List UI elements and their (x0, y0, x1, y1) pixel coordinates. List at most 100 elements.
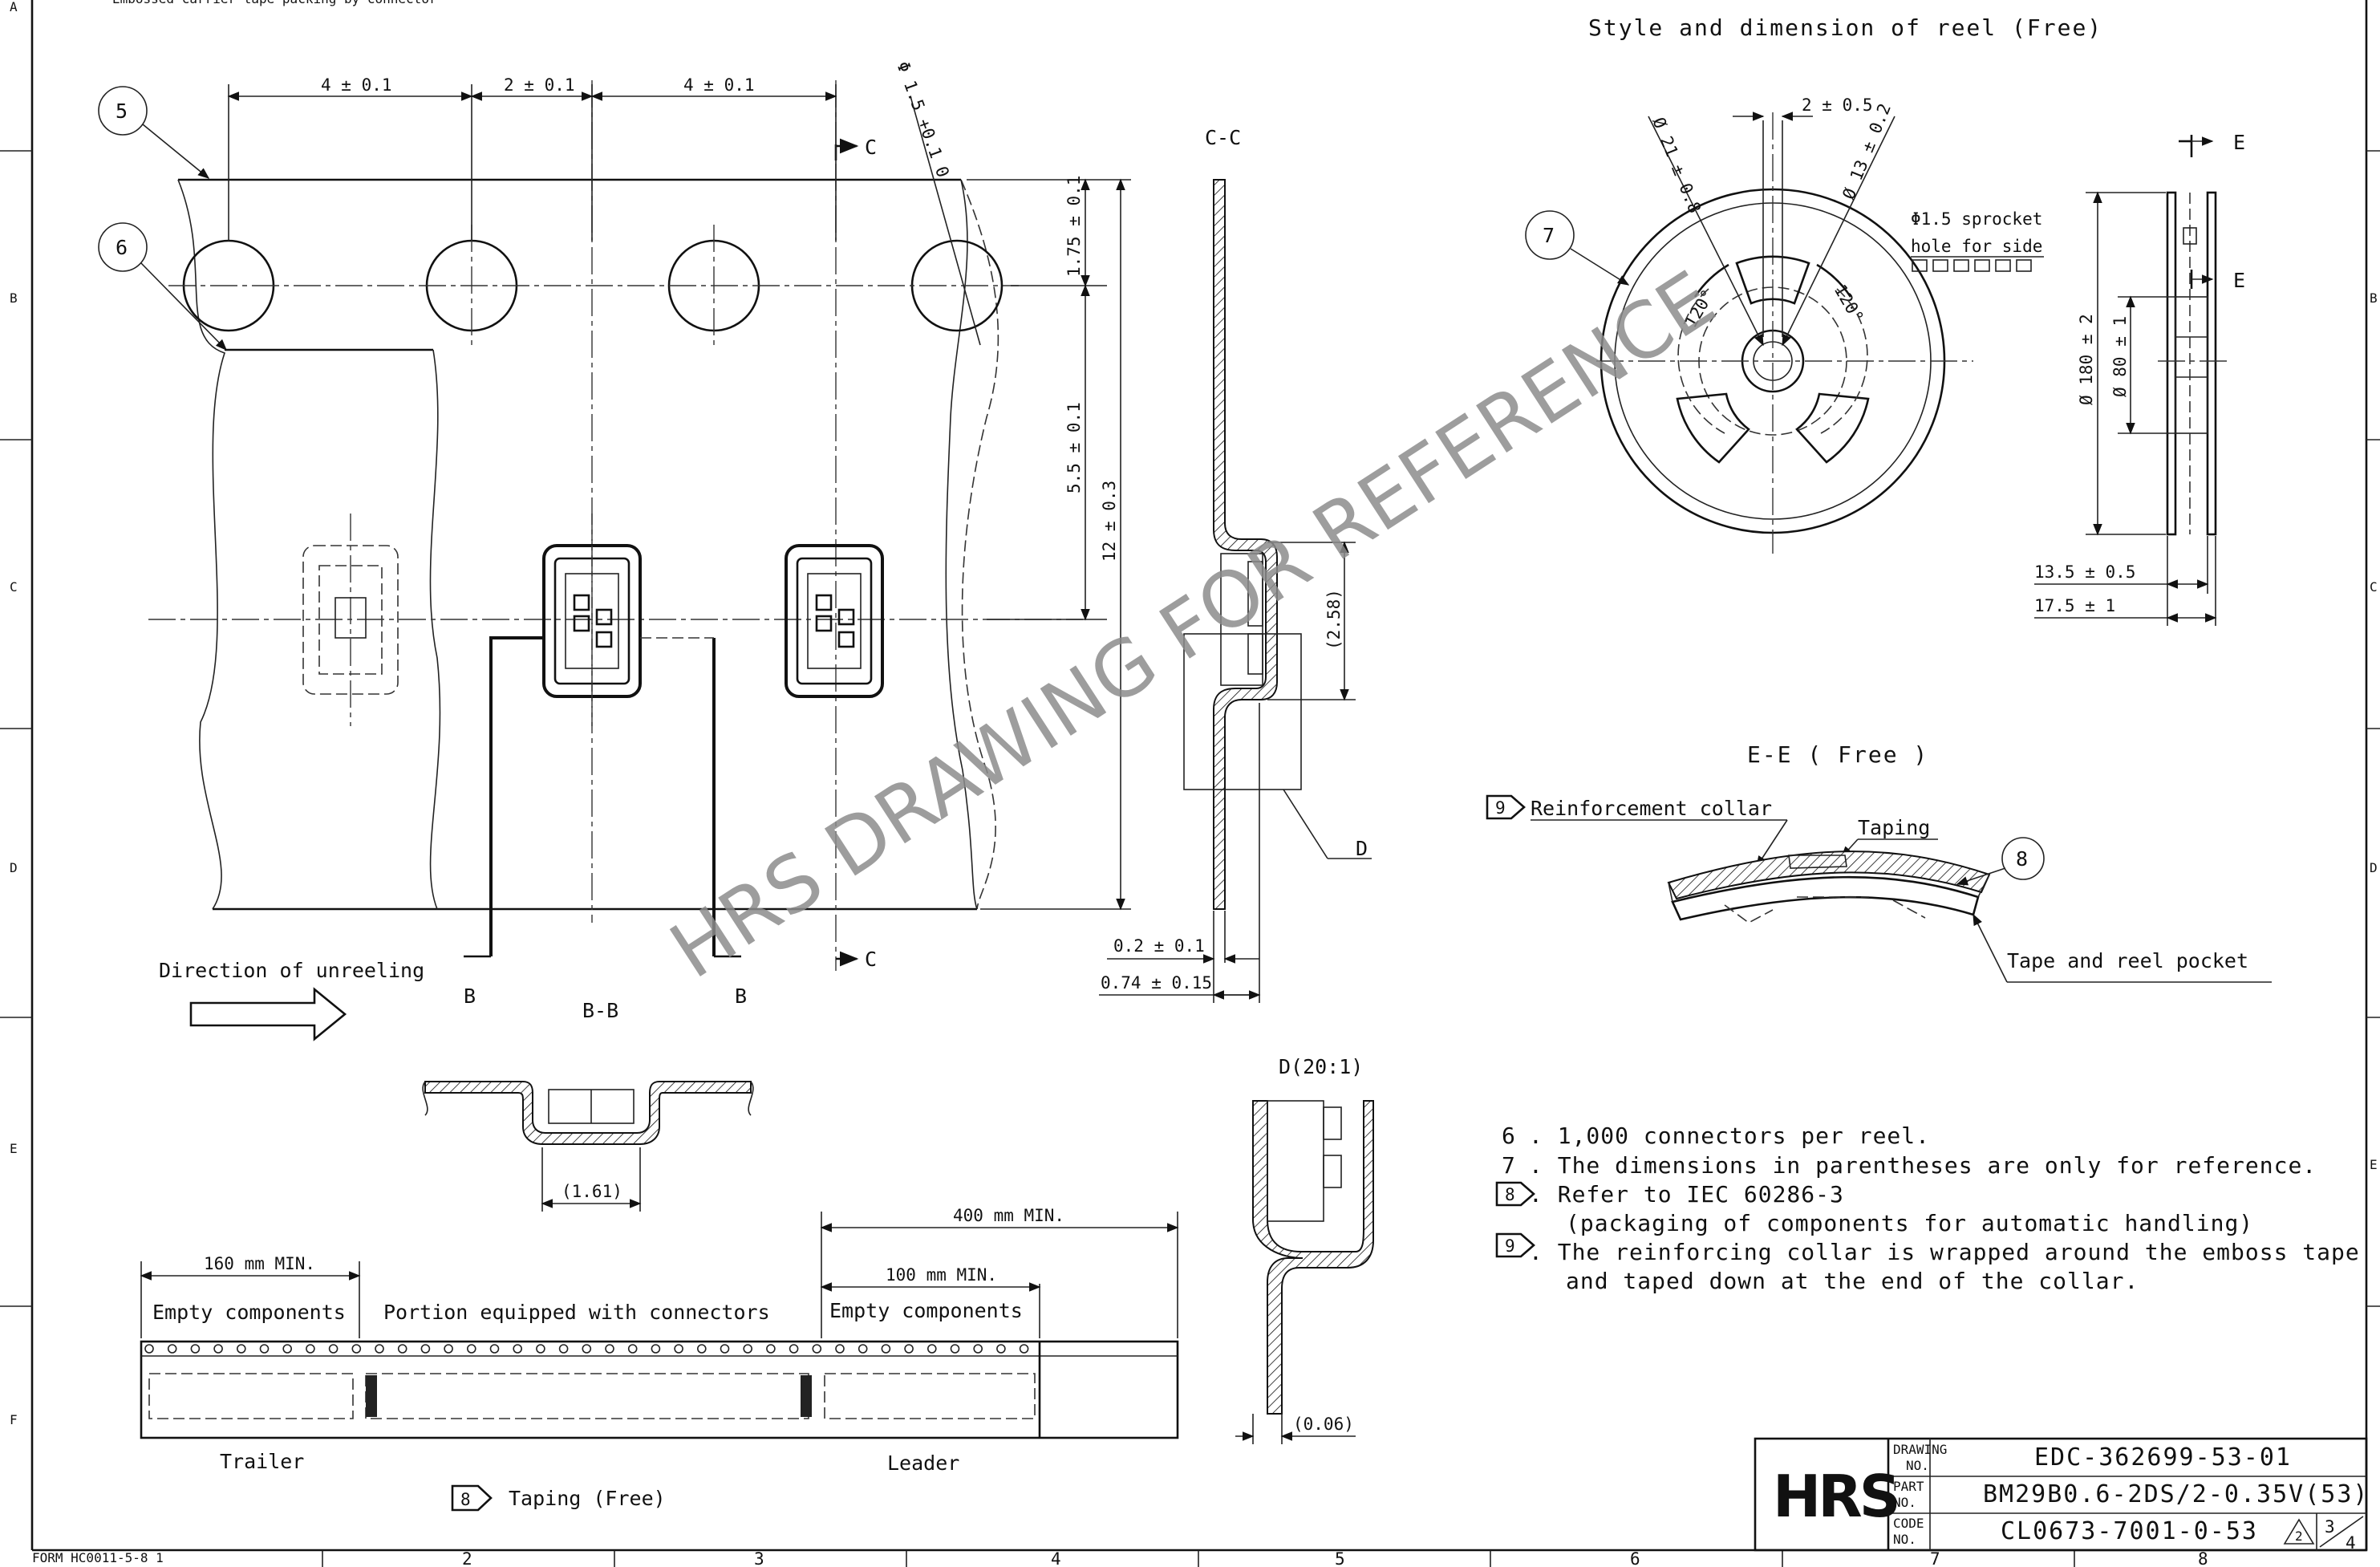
balloon-8: 8 (2016, 847, 2028, 871)
taping-sprocket-hole (466, 1344, 476, 1354)
section-c-top-label: C (865, 136, 877, 159)
detail-d-title: D(20:1) (1279, 1055, 1363, 1078)
detail-d-view: D(20:1) (0.06) (1235, 1055, 1374, 1444)
leader-label: Leader (887, 1451, 959, 1475)
note-6-text: . 1,000 connectors per reel. (1529, 1122, 1930, 1149)
dim-2-58: (2.58) (1324, 589, 1344, 650)
col-label-6: 6 (1630, 1549, 1640, 1567)
flag-9-ee-label: 9 (1495, 798, 1506, 818)
taping-sprocket-hole (858, 1344, 868, 1354)
balloon-5: 5 (116, 99, 128, 123)
taping-caption: Taping (Free) (509, 1487, 666, 1510)
taping-sprocket-hole (306, 1344, 315, 1354)
taping-sprocket-hole (328, 1344, 339, 1354)
taping-sprocket-hole (397, 1344, 407, 1354)
reel-section-e-bottom: E (2233, 269, 2245, 292)
reel-sprocket-note-2: hole for side (1911, 237, 2042, 256)
hrs-logo: HRS (1773, 1463, 1898, 1530)
row-label-c-right: C (2370, 579, 2378, 595)
connector-pocket-2 (785, 544, 884, 698)
col-label-4: 4 (1051, 1549, 1061, 1567)
dim-5-5: 5.5 ± 0.1 (1064, 402, 1084, 493)
taping-sprocket-hole (558, 1344, 569, 1354)
reel-dim-d180: Ø 180 ± 2 (2077, 314, 2096, 405)
reel-dim-13-5: 13.5 ± 0.5 (2034, 562, 2135, 582)
note-7-text: . The dimensions in parentheses are only… (1529, 1152, 2317, 1179)
taping-sprocket-hole (651, 1344, 661, 1354)
col-label-7: 7 (1930, 1549, 1940, 1567)
part-number: BM29B0.6-2DS/2-0.35V(53) (1983, 1480, 2369, 1508)
empty-components-right: Empty components (829, 1299, 1023, 1322)
taping-sprocket-hole (996, 1344, 1006, 1354)
row-label-a: A (10, 0, 18, 14)
taping-sprocket-hole (605, 1344, 614, 1354)
dim-0-06: (0.06) (1293, 1415, 1354, 1434)
taping-sprocket-hole (835, 1344, 845, 1354)
col-label-2: 2 (462, 1549, 472, 1567)
code-no-label-1: CODE (1893, 1516, 1924, 1531)
tape-reel-pocket-label: Tape and reel pocket (2007, 949, 2248, 972)
dim-pitch-mid: 2 ± 0.1 (504, 75, 575, 95)
detail-d-marker: D (1356, 837, 1368, 860)
taping-sprocket-hole (167, 1344, 177, 1354)
flag-9-ee (1486, 794, 1526, 820)
taping-label: Taping (1858, 816, 1930, 839)
taping-sprocket-hole (259, 1344, 270, 1354)
part-no-label-1: PART (1893, 1479, 1924, 1494)
sheet-number: 3 (2325, 1517, 2335, 1537)
note-6-number: 6 (1502, 1122, 1516, 1149)
section-c-bottom-label: C (865, 948, 877, 971)
balloon-6: 6 (116, 236, 128, 259)
taping-sprocket-hole (950, 1344, 960, 1354)
taping-sprocket-hole (375, 1344, 384, 1354)
col-label-5: 5 (1335, 1549, 1345, 1567)
dim-1-75: 1.75 ± 0.1 (1064, 176, 1084, 277)
dim-160-mm: 160 mm MIN. (204, 1254, 315, 1273)
title-block: HRS DRAWING NO. EDC-362699-53-01 PART NO… (1754, 1437, 2369, 1553)
header-fragment: Embossed carrier tape packing by connect… (112, 0, 437, 6)
code-no-label-2: NO. (1893, 1532, 1916, 1547)
row-label-f: F (10, 1412, 18, 1427)
sheet-total: 4 (2346, 1533, 2356, 1553)
dim-12: 12 ± 0.3 (1100, 481, 1119, 562)
flag-8-note-label: 8 (1505, 1185, 1515, 1204)
taping-sprocket-hole (881, 1344, 891, 1354)
taping-sprocket-hole (789, 1344, 799, 1354)
balloon-7: 7 (1543, 224, 1555, 247)
dim-0-2: 0.2 ± 0.1 (1113, 936, 1205, 956)
note-7-number: 7 (1502, 1152, 1516, 1179)
section-bb-title: B-B (582, 999, 618, 1022)
row-label-d: D (10, 860, 18, 875)
row-label-b-right: B (2370, 290, 2378, 306)
code-number: CL0673-7001-0-53 (2001, 1517, 2258, 1545)
dim-1-61: (1.61) (562, 1182, 622, 1201)
note-8-text-2: (packaging of components for automatic h… (1566, 1210, 2253, 1236)
dim-hole-diameter: Φ 1.5 +0.1 0 (893, 59, 952, 181)
drawing-no-label-1: DRAWING (1893, 1442, 1947, 1457)
drawing-number: EDC-362699-53-01 (2034, 1443, 2292, 1472)
taping-sprocket-hole (973, 1344, 983, 1354)
flag-9-note-label: 9 (1505, 1236, 1515, 1256)
carrier-tape-view: B B C C 4 ± 0.1 2 ± 0.1 4 ± 0.1 Φ 1.5 +0… (98, 59, 1131, 1041)
reel-sprocket-note-1: Φ1.5 sprocket (1911, 209, 2042, 229)
taping-sprocket-hole (351, 1344, 362, 1354)
taping-sprocket-hole (513, 1344, 523, 1354)
taping-sprocket-hole (927, 1344, 937, 1354)
dim-pitch-left: 4 ± 0.1 (321, 75, 392, 95)
reel-angle-right: 120° (1831, 282, 1867, 327)
flag-8-taping-label: 8 (460, 1490, 471, 1509)
drawing-no-label-2: NO. (1906, 1458, 1929, 1473)
note-8-text: . Refer to IEC 60286-3 (1529, 1181, 1844, 1208)
section-ee-title: E-E ( Free ) (1747, 741, 1928, 768)
connector-ghost (302, 514, 399, 726)
reel-dim-d80: Ø 80 ± 1 (2110, 316, 2130, 397)
part-no-label-2: NO. (1893, 1495, 1916, 1510)
taping-sprocket-hole (489, 1344, 500, 1354)
taping-sprocket-hole (696, 1344, 707, 1354)
dim-400-mm: 400 mm MIN. (953, 1206, 1064, 1225)
note-9-text-2: and taped down at the end of the collar. (1566, 1268, 2139, 1294)
direction-arrow-icon (189, 987, 347, 1041)
dim-pitch-right: 4 ± 0.1 (683, 75, 755, 95)
reel-dim-17-5: 17.5 ± 1 (2034, 596, 2115, 615)
portion-equipped-label: Portion equipped with connectors (383, 1301, 770, 1324)
